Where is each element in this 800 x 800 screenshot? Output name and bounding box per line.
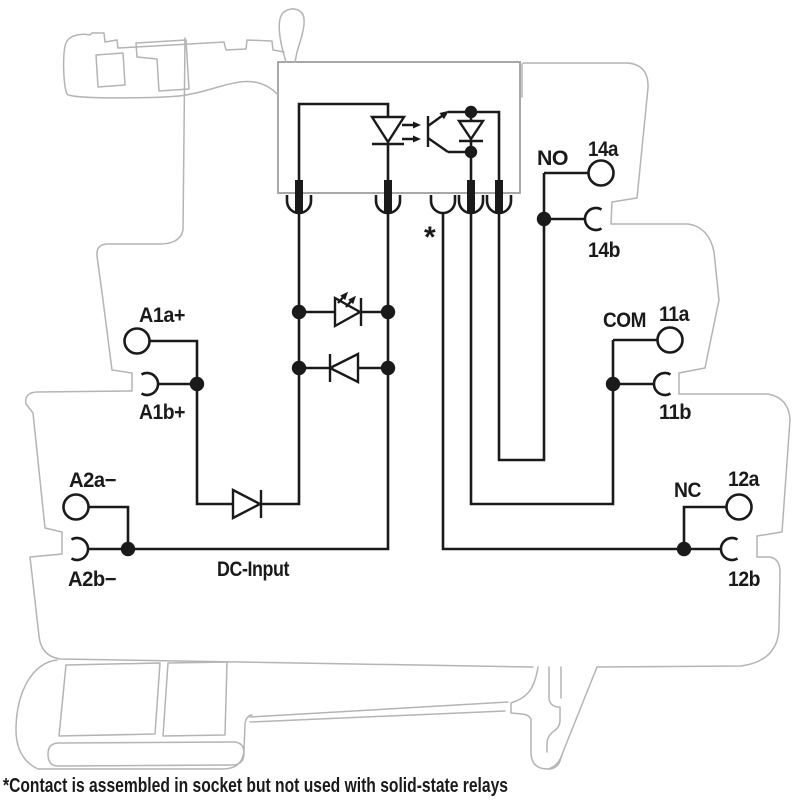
- foot-window-1: [58, 662, 161, 737]
- foot-window-2: [162, 661, 228, 737]
- junction-dot: [291, 304, 307, 320]
- socket-contacts: [285, 180, 513, 215]
- module-pin: [467, 180, 475, 212]
- junction-dot: [605, 376, 621, 392]
- junction-dot: [464, 105, 478, 119]
- module-pin: [295, 180, 303, 212]
- clamp-diode-icon: [456, 119, 486, 143]
- label-a1b: A1b+: [139, 401, 185, 424]
- terminal-a1b: [140, 371, 160, 397]
- label-12b: 12b: [728, 568, 760, 591]
- rail-edge: [249, 701, 509, 723]
- terminal-14a: [587, 159, 615, 187]
- foot-slot: [47, 741, 245, 767]
- label-12a: 12a: [728, 468, 760, 491]
- terminal-11a: [656, 326, 684, 354]
- terminal-12a: [725, 493, 753, 521]
- label-nc: NC: [674, 479, 701, 502]
- terminal-a2b: [70, 536, 90, 562]
- footnote: *Contact is assembled in socket but not …: [3, 775, 508, 797]
- label-11a: 11a: [659, 303, 690, 326]
- junction-dot: [380, 304, 396, 320]
- label-unused-contact-asterisk: *: [424, 221, 436, 254]
- input-circuit: [62, 212, 396, 562]
- module-pin: [384, 180, 392, 212]
- label-a1a: A1a+: [139, 304, 185, 327]
- housing-left-edge: [25, 37, 534, 668]
- label-14a: 14a: [588, 138, 619, 161]
- junction-dot: [464, 145, 478, 159]
- series-diode-icon: [231, 488, 263, 520]
- terminal-14b: [583, 206, 603, 232]
- labels: A1a+ A1b+ A2a− A2b− DC-Input NO 14a 14b …: [3, 138, 761, 797]
- top-latch: [62, 8, 305, 99]
- output-circuit: [441, 159, 753, 562]
- marker-tag: [62, 32, 285, 99]
- label-dc-input: DC-Input: [217, 558, 289, 581]
- dc-input-wire: [128, 212, 390, 551]
- junction-dot: [676, 541, 692, 557]
- din-rail-clip: [510, 666, 598, 770]
- terminal-11b: [652, 371, 672, 397]
- housing-outline: [15, 8, 791, 770]
- optocoupler: [297, 102, 501, 183]
- label-no: NO: [537, 147, 568, 170]
- phototransistor-icon: [426, 112, 449, 153]
- junction-dot: [536, 211, 552, 227]
- terminal-a1a: [123, 327, 151, 355]
- label-11b: 11b: [659, 401, 691, 424]
- mounting-foot: [15, 659, 509, 770]
- marker-tag-hole-1: [95, 52, 126, 88]
- terminal-a2a: [62, 493, 90, 521]
- circuit: [62, 102, 753, 562]
- junction-dot: [291, 360, 307, 376]
- label-com: COM: [603, 309, 646, 332]
- terminal-12b: [719, 536, 739, 562]
- latch-hook: [278, 8, 305, 63]
- label-a2b: A2b−: [68, 568, 116, 591]
- relay-module-box: [277, 61, 521, 194]
- junction-dot: [380, 360, 396, 376]
- optocoupler-led-icon: [369, 115, 407, 146]
- socket-contact-unused-icon: [429, 195, 457, 215]
- label-a2a: A2a−: [69, 469, 116, 492]
- module-pin: [495, 180, 503, 212]
- light-arrow-icon: [402, 123, 413, 141]
- housing-right-edge: [522, 62, 791, 668]
- marker-tag-hole-2: [135, 39, 190, 92]
- reverse-diode-icon: [327, 352, 360, 384]
- label-14b: 14b: [588, 239, 620, 262]
- latch-bottom-edge: [185, 80, 279, 96]
